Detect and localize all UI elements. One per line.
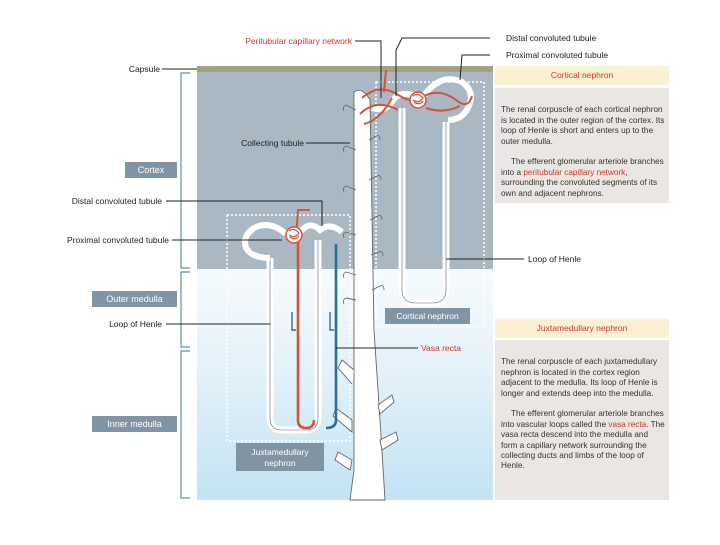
inner-medulla-tag (92, 416, 177, 432)
collecting-duct (332, 89, 399, 501)
cortical-proximal-tubule (419, 76, 474, 123)
label-proximal-convoluted-tubule-left: Proximal convoluted tubule (67, 235, 169, 245)
label-peritubular-capillary-network: Peritubular capillary network (245, 36, 353, 46)
outer-medulla-tag-label: Outer medulla (106, 294, 163, 304)
juxtamedullary-nephron-region (226, 214, 351, 442)
cortical-box-p2-after: , surrounding the convoluted segments of… (501, 167, 658, 198)
label-proximal-convoluted-tubule-top: Proximal convoluted tubule (506, 50, 608, 60)
leader-proximal-top (459, 54, 490, 81)
juxta-box-title: Juxtamedullary nephron (536, 323, 628, 333)
cortical-box-p2-before: The efferent glomerular arteriole branch… (501, 157, 664, 177)
duct-side-tubules (342, 104, 385, 305)
outer-medulla-tag (92, 291, 177, 307)
cortical-text-box (495, 88, 669, 203)
label-collecting-tubule: Collecting tubule (241, 138, 304, 148)
label-capsule: Capsule (129, 64, 160, 74)
juxta-box-body: The renal corpuscle of each juxtamedulla… (501, 347, 665, 482)
juxta-box-p2-after: . The vasa recta descend into the medull… (501, 419, 665, 471)
juxtamedullary-nephron (242, 209, 344, 434)
cortical-box-p1: The renal corpuscle of each cortical nep… (501, 105, 665, 146)
cortical-nephron-region (375, 81, 485, 328)
juxtamedullary-tag-line2: nephron (264, 458, 295, 468)
label-vasa-recta: Vasa recta (421, 343, 461, 353)
juxta-text-box (495, 340, 669, 500)
cortex-tag (125, 162, 177, 178)
label-distal-convoluted-tubule-top: Distal convoluted tubule (506, 33, 597, 43)
leader-lines (162, 37, 524, 349)
inner-medulla-bracket (180, 350, 190, 499)
outer-medulla-bracket (180, 271, 190, 348)
juxta-distal-tubule (297, 222, 344, 235)
cortex-tag-label: Cortex (138, 165, 165, 175)
cortical-box-p2-highlight: peritubular capillary network (523, 167, 626, 177)
juxta-title-box (495, 319, 669, 338)
label-loop-of-henle-right: Loop of Henle (528, 254, 581, 264)
vasa-recta-red (296, 236, 316, 430)
juxta-box-p2-before: The efferent glomerular arteriole branch… (501, 409, 664, 429)
cortical-title-box (495, 66, 669, 85)
cortical-distal-tubule (371, 91, 417, 113)
duct-branch-right (377, 394, 399, 451)
cortex-bracket (180, 72, 190, 269)
duct-branch-left (332, 359, 355, 433)
juxta-proximal-tubule (242, 222, 288, 261)
juxtamedullary-nephron-tag (236, 443, 324, 471)
label-distal-convoluted-tubule-left: Distal convoluted tubule (72, 196, 163, 206)
capsule-band (197, 66, 493, 72)
cortical-box-title: Cortical nephron (550, 70, 614, 80)
cortical-box-body: The renal corpuscle of each cortical nep… (501, 95, 665, 209)
cortical-nephron-tag (385, 308, 470, 324)
cortical-nephron-tag-label: Cortical nephron (396, 311, 459, 321)
leader-distal-left (166, 200, 323, 226)
duct-branch-bottom (334, 451, 353, 471)
juxtamedullary-tag-line1: Juxtamedullary (251, 447, 309, 457)
juxta-box-p1: The renal corpuscle of each juxtamedulla… (501, 357, 658, 398)
label-loop-of-henle-left: Loop of Henle (109, 319, 162, 329)
leader-distal-top (395, 37, 490, 96)
juxta-box-p2-highlight: vasa recta (608, 419, 647, 429)
leader-peritubular (355, 40, 382, 98)
cortical-nephron (359, 69, 474, 307)
inner-medulla-tag-label: Inner medulla (107, 419, 162, 429)
juxta-box-p2: The efferent glomerular arteriole branch… (501, 409, 665, 471)
vasa-recta-blue (325, 244, 338, 430)
cortical-box-p2: The efferent glomerular arteriole branch… (501, 157, 665, 199)
zone-brackets (180, 72, 190, 499)
